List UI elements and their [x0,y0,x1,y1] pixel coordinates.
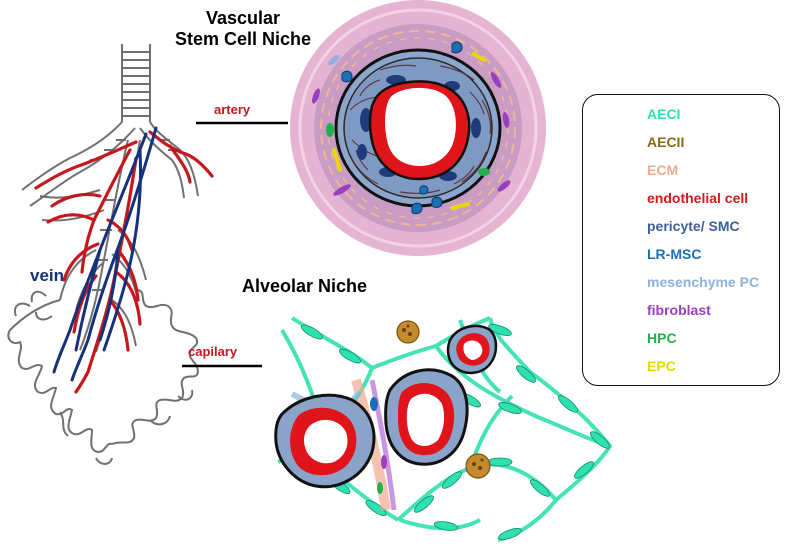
legend-item-hpc: HPC [583,325,779,353]
legend-label-aeci: AECI [647,106,681,122]
legend-label-hpc: HPC [647,330,677,346]
legend-item-aeci: AECI [583,101,779,129]
legend-label-endothelial-cell: endothelial cell [647,190,749,206]
vein-label: vein [30,266,65,285]
vascular-niche-title: Vascular Stem Cell Niche [160,8,326,50]
legend-label-epc: EPC [647,358,676,374]
aecii-cells [396,320,491,479]
legend-item-pericyte-smc: pericyte/ SMC [583,213,779,241]
legend-item-epc: EPC [583,353,779,381]
legend-label-mesenchyme-pc: mesenchyme PC [647,274,760,290]
legend-label-fibroblast: fibroblast [647,302,711,318]
legend-label-ecm: ECM [647,162,679,178]
alveolar-niche [274,316,612,542]
legend-label-pericyte-smc: pericyte/ SMC [647,218,740,234]
legend-item-mesenchyme-pc: mesenchyme PC [583,269,779,297]
legend-item-fibroblast: fibroblast [583,297,779,325]
vascular-title-line2: Stem Cell Niche [174,29,312,49]
legend-label-lr-msc: LR-MSC [647,246,702,262]
cell-type-legend: AECI AECII ECM endothelial cell pericyte… [582,94,780,386]
legend-label-aecii: AECII [647,134,685,150]
legend-item-endothelial-cell: endothelial cell [583,185,779,213]
capilary-label: capilary [188,344,238,359]
artery-label: artery [214,102,251,117]
artery-vessels [34,130,214,394]
vascular-title-line1: Vascular [205,8,281,28]
legend-item-ecm: ECM [583,157,779,185]
vein-vessels [52,126,158,382]
vascular-niche-cross-section [290,0,546,256]
airway-tree [7,44,200,465]
legend-item-aecii: AECII [583,129,779,157]
alveolar-niche-title: Alveolar Niche [242,276,368,296]
legend-item-lr-msc: LR-MSC [583,241,779,269]
